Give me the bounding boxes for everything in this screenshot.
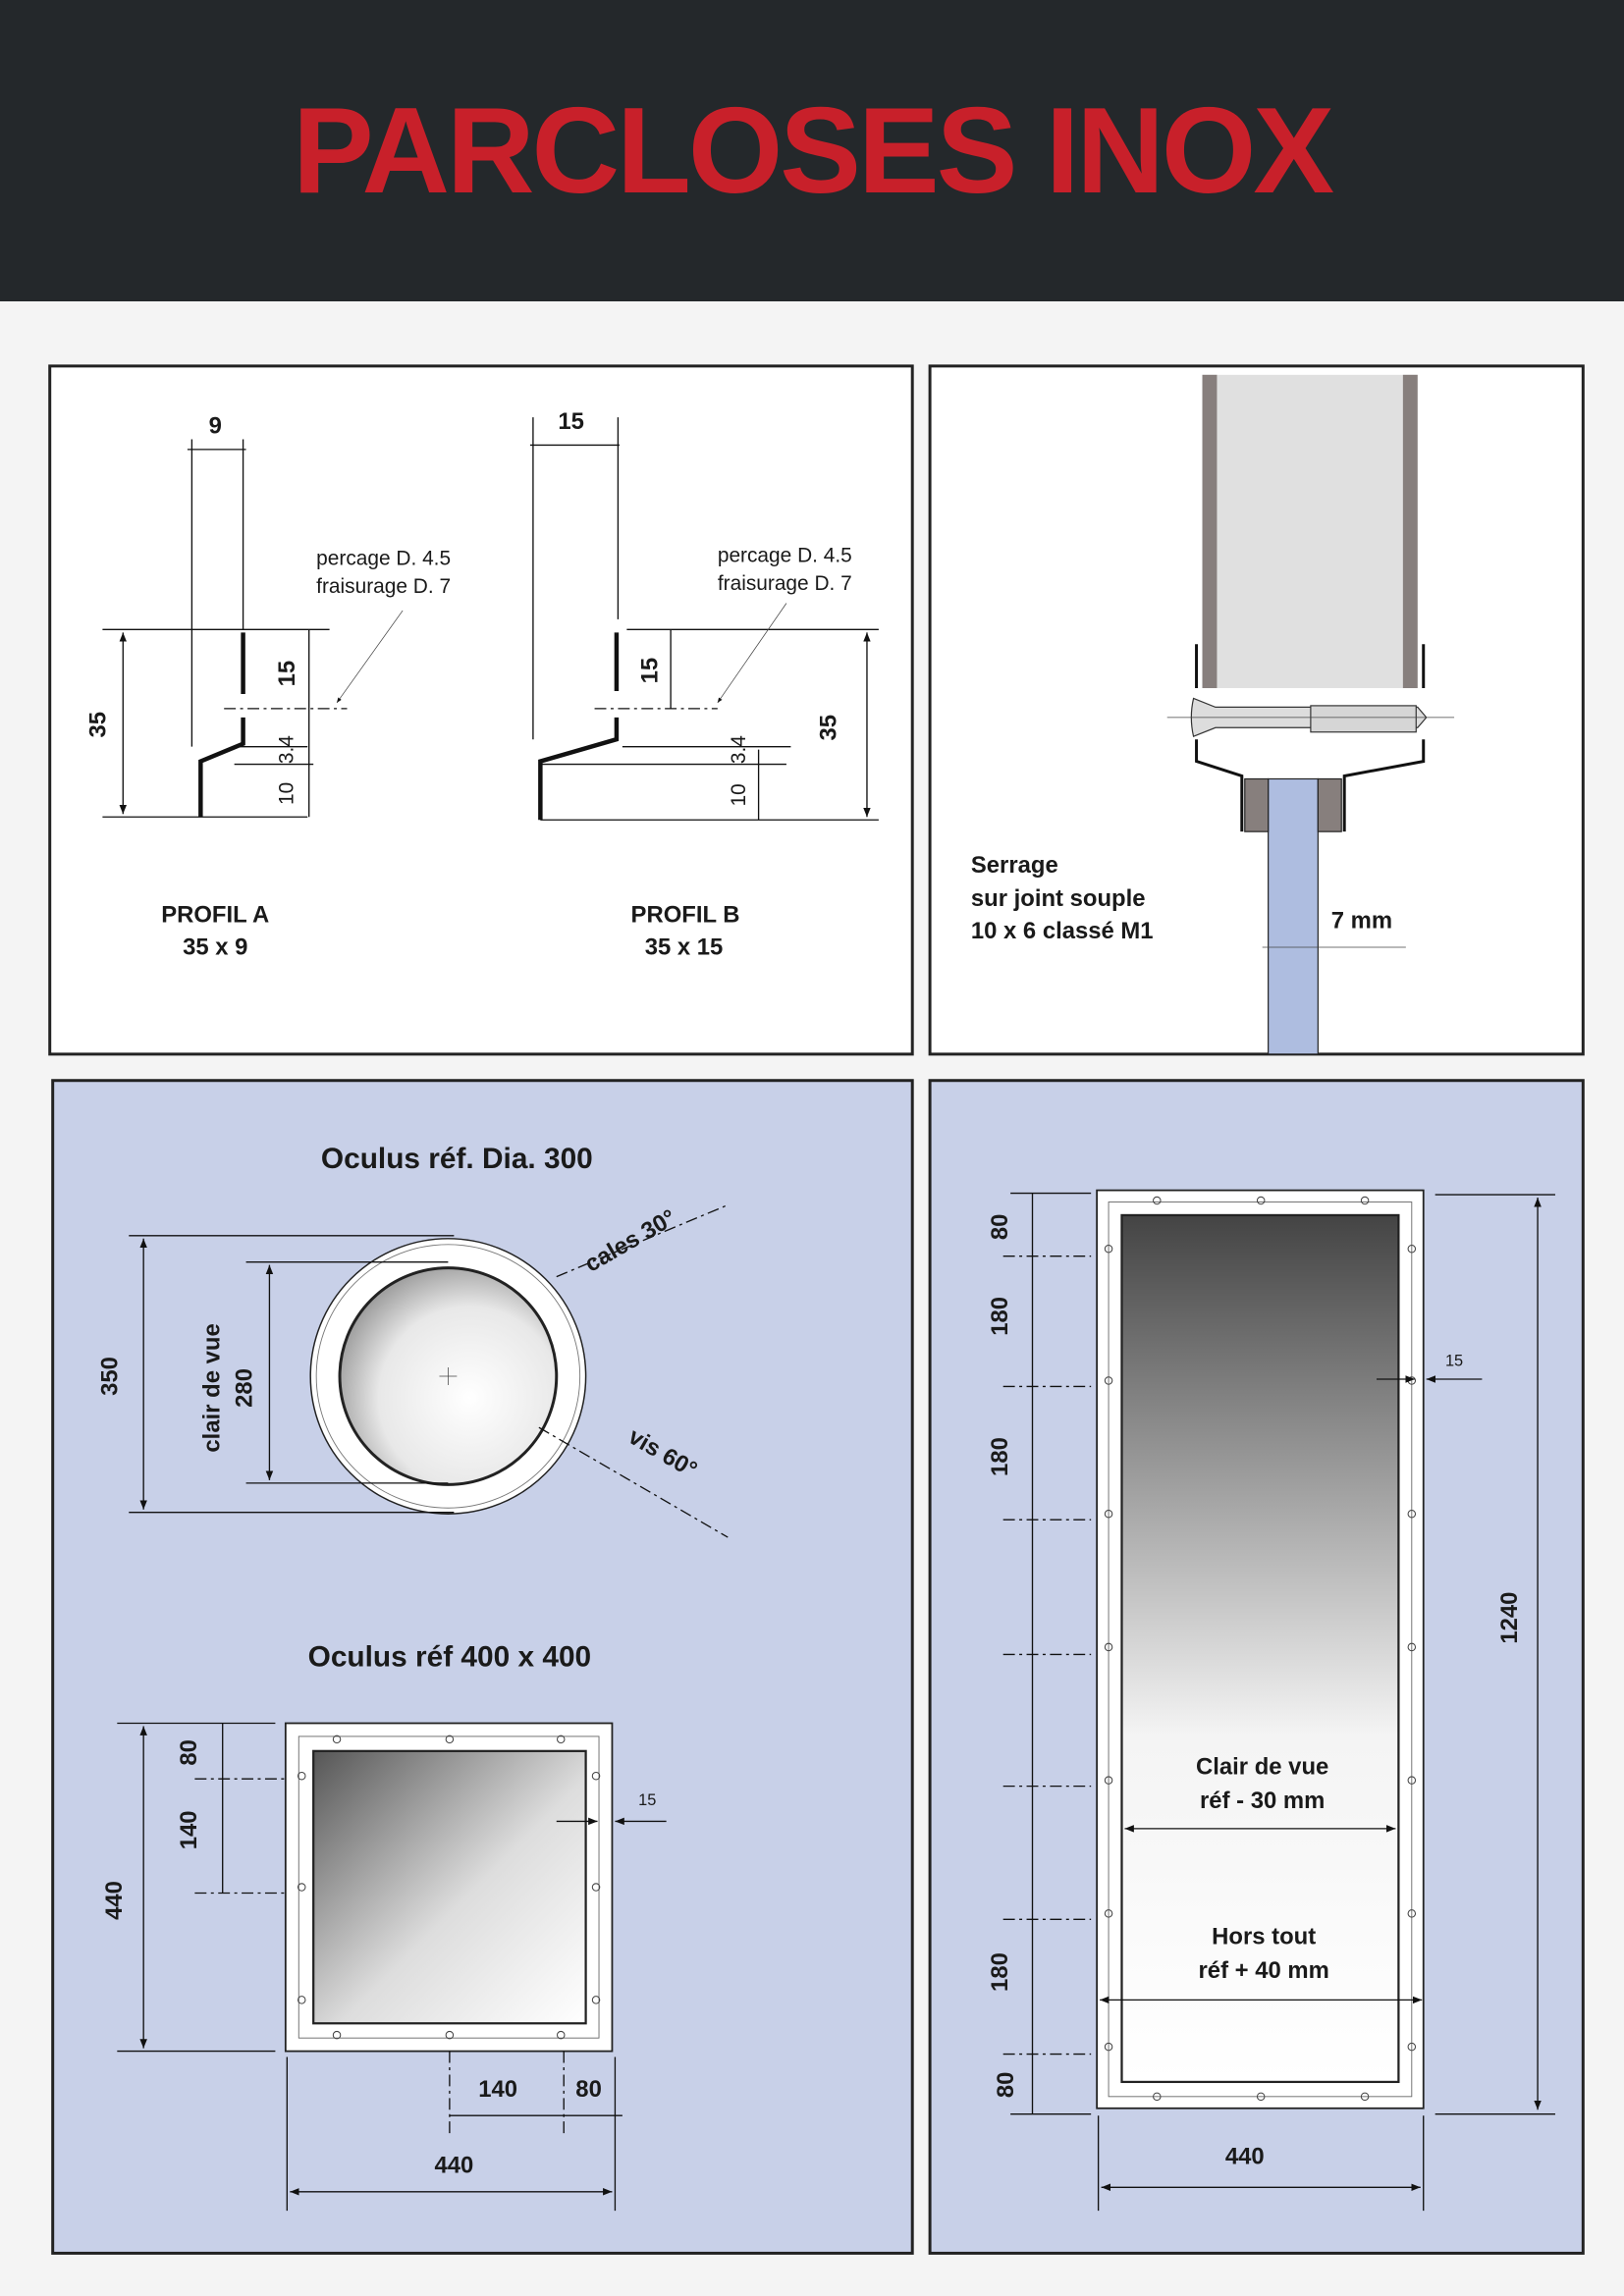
- square-d140: 140: [176, 1810, 202, 1849]
- rect-clear-line2: réf - 30 mm: [1200, 1788, 1325, 1814]
- section-panel: Serrage sur joint souple 10 x 6 classé M…: [928, 364, 1585, 1056]
- header-banner: PARCLOSES INOX: [0, 0, 1624, 301]
- rect-d180-1: 180: [987, 1297, 1013, 1336]
- rect-oculus-drawing: [1002, 1189, 1555, 2212]
- profile-b-d15: 15: [637, 658, 664, 684]
- square-bottom-140: 140: [478, 2076, 517, 2103]
- profile-a-note1: percage D. 4.5: [316, 548, 451, 570]
- section-note-line2: sur joint souple: [971, 885, 1146, 912]
- round-clear-label: clair de vue: [199, 1323, 226, 1452]
- profiles-panel: 9 35 15 3.4 10 percage D. 4.5 fraisurage…: [48, 364, 914, 1056]
- rect-total-line1: Hors tout: [1212, 1924, 1316, 1950]
- rect-oculus-panel: 80 180 180 180 80 1240 440 15 Clair de v…: [928, 1079, 1585, 2255]
- profile-b-size: 35 x 15: [645, 934, 724, 960]
- square-bottom-80: 80: [575, 2076, 602, 2103]
- profile-a-d34: 3.4: [275, 735, 298, 764]
- square-oculus-title: Oculus réf 400 x 400: [308, 1640, 592, 1673]
- profile-a-height: 35: [84, 712, 111, 738]
- oculus-panel: Oculus réf. Dia. 300 350 280 clair de vu…: [51, 1079, 914, 2255]
- profile-a-note2: fraisurage D. 7: [316, 575, 451, 598]
- profile-b-drawing: [529, 417, 879, 821]
- square-width-dim: 440: [434, 2152, 473, 2178]
- profile-a-size: 35 x 9: [183, 934, 247, 960]
- rect-height-dim: 1240: [1496, 1592, 1523, 1644]
- profile-b-note1: percage D. 4.5: [718, 545, 852, 567]
- round-oculus-drawing: [129, 1203, 729, 1538]
- square-d80: 80: [176, 1739, 202, 1766]
- round-inner-dim: 280: [232, 1368, 258, 1408]
- profile-b-height: 35: [816, 715, 842, 741]
- profile-b-note2: fraisurage D. 7: [718, 572, 852, 595]
- profile-b-width: 15: [558, 408, 584, 435]
- square-height-dim: 440: [101, 1881, 128, 1920]
- square-d15: 15: [638, 1791, 656, 1809]
- rect-d180-3: 180: [987, 1952, 1013, 1992]
- round-oculus-title: Oculus réf. Dia. 300: [321, 1143, 593, 1175]
- section-note-line1: Serrage: [971, 852, 1058, 879]
- rect-width-dim: 440: [1225, 2143, 1265, 2169]
- rect-clear-line1: Clair de vue: [1196, 1754, 1328, 1781]
- profile-a-width: 9: [209, 412, 222, 439]
- rect-d80-top: 80: [987, 1214, 1013, 1241]
- section-note-line3: 10 x 6 classé M1: [971, 918, 1154, 944]
- rect-d180-2: 180: [987, 1437, 1013, 1476]
- profile-a-drawing: [102, 439, 404, 818]
- page-title: PARCLOSES INOX: [292, 82, 1334, 219]
- round-outer-dim: 350: [96, 1357, 123, 1396]
- rect-d80-bottom: 80: [993, 2072, 1019, 2099]
- profile-a-d10: 10: [275, 782, 298, 805]
- profile-b-d10: 10: [728, 783, 750, 806]
- rect-d15: 15: [1445, 1353, 1463, 1370]
- profile-a-title: PROFIL A: [161, 902, 269, 929]
- rect-total-line2: réf + 40 mm: [1199, 1957, 1329, 1984]
- profile-b-d34: 3.4: [728, 735, 750, 764]
- glass-thickness: 7 mm: [1331, 908, 1392, 934]
- door-section-drawing: [1166, 374, 1455, 1055]
- square-oculus-drawing: [117, 1722, 667, 2212]
- profile-a-d15: 15: [274, 661, 300, 687]
- profile-b-title: PROFIL B: [631, 902, 740, 929]
